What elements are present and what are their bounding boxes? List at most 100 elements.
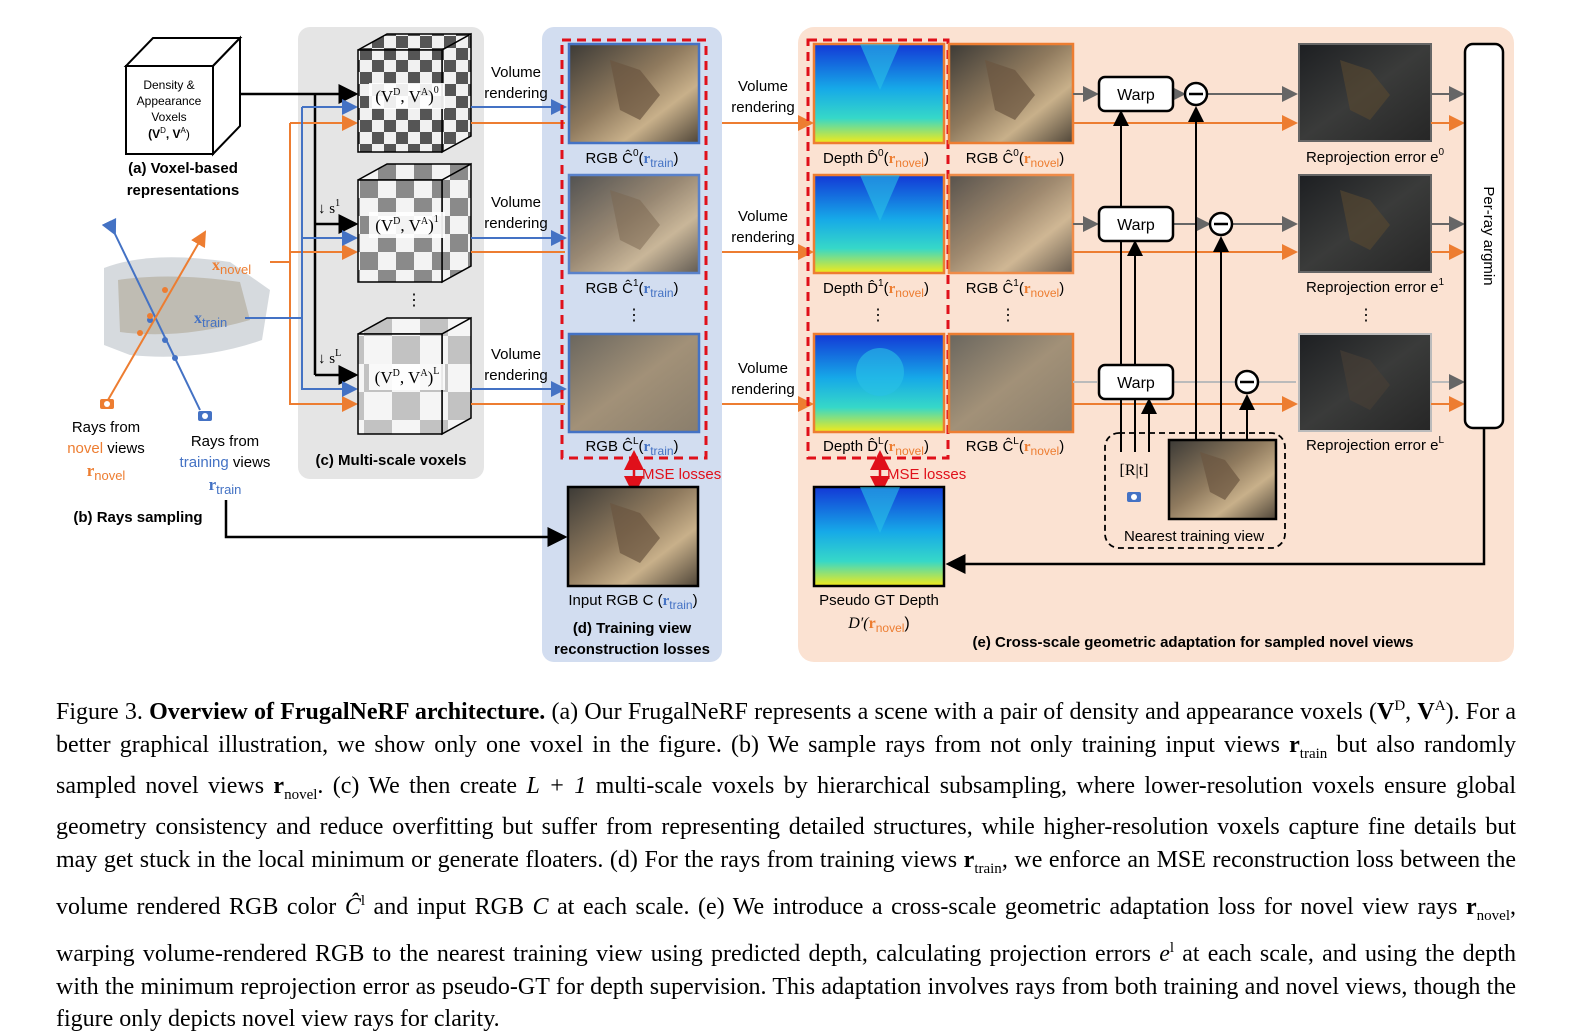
input-rgb-label: Input RGB C (rtrain) xyxy=(568,592,697,612)
caption-sub: novel xyxy=(284,786,318,803)
rgb-novel-0-label: RGB Ĉ0(rnovel) xyxy=(966,148,1064,170)
rgb-train-L-label: RGB ĈL(rtrain) xyxy=(585,436,678,458)
nearest-training-view-label: Nearest training view xyxy=(1124,528,1264,545)
caption-text: but also randomly sampled novel views xyxy=(56,731,1516,799)
caption-sym: r xyxy=(273,772,285,799)
caption-text: and input RGB xyxy=(365,893,533,920)
caption-sup: D xyxy=(1394,698,1406,714)
reprojection-error-L xyxy=(1298,333,1432,432)
novel-rays-line1: Rays from xyxy=(72,419,140,436)
caption-text: . (c) We then create xyxy=(317,772,527,799)
argmin-input-arrows xyxy=(945,86,1486,574)
reprojection-error-0 xyxy=(1298,43,1432,142)
caption-sym: e xyxy=(1159,941,1170,968)
r-train-symbol: rtrain xyxy=(209,475,242,497)
label-d-line2: reconstruction losses xyxy=(554,641,710,658)
pseudo-gt-line2: D′(rnovel) xyxy=(847,615,910,635)
label-a-line1: (a) Voxel-based xyxy=(128,160,238,177)
svg-text:Warp: Warp xyxy=(1117,375,1155,392)
voxel-scale-1: (VD, VA)1 xyxy=(357,162,472,284)
svg-text:rendering: rendering xyxy=(731,229,794,246)
svg-text:rendering: rendering xyxy=(484,85,547,102)
warp-box-1: Warp xyxy=(1097,205,1175,243)
caption-text: at each scale. (e) We introduce a cross-… xyxy=(548,893,1467,920)
depth-L-label: Depth D̂L(rnovel) xyxy=(823,436,929,458)
svg-text:rendering: rendering xyxy=(484,367,547,384)
label-e: (e) Cross-scale geometric adaptation for… xyxy=(973,634,1414,651)
svg-text:Density &: Density & xyxy=(143,78,194,92)
reproj-1-label: Reprojection error e1 xyxy=(1306,277,1445,296)
rgb-novel-1 xyxy=(947,173,1075,275)
svg-text:(VD, VA)0: (VD, VA)0 xyxy=(375,85,439,106)
x-train-label: xtrain xyxy=(194,310,227,330)
svg-text:rendering: rendering xyxy=(731,381,794,398)
svg-text:Volume: Volume xyxy=(491,194,541,211)
svg-text:Volume: Volume xyxy=(491,64,541,81)
rendered-rgb-train-1 xyxy=(567,173,701,275)
caption-sup: l xyxy=(1169,940,1175,957)
caption-title: Overview of FrugalNeRF architecture. xyxy=(149,699,546,725)
per-ray-argmin-box: Per-ray argmin xyxy=(1463,42,1505,430)
caption-sub: novel xyxy=(1476,907,1510,924)
caption-text: , warping volume-rendered RGB to the nea… xyxy=(56,893,1516,968)
depth-map-L xyxy=(812,332,946,434)
caption-text: , xyxy=(1405,699,1418,725)
svg-text:(VD, VA)L: (VD, VA)L xyxy=(375,366,440,387)
svg-text:Voxels: Voxels xyxy=(151,110,186,124)
downsample-s1: ↓ s1 xyxy=(318,198,340,217)
svg-text:Per-ray argmin: Per-ray argmin xyxy=(1480,186,1497,285)
figure-caption: Figure 3. Overview of FrugalNeRF archite… xyxy=(56,690,1516,1036)
svg-text:Appearance: Appearance xyxy=(137,94,202,108)
rgb-novel-ellipsis: ⋮ xyxy=(1000,307,1016,324)
nearest-training-view-box xyxy=(1104,432,1286,549)
caption-sym: r xyxy=(1289,731,1300,758)
input-rgb-image xyxy=(566,485,700,588)
volume-rendering-labels-1: Volume rendering Volume rendering Volume… xyxy=(484,64,547,384)
caption-text: multi-scale voxels by hierarchical subsa… xyxy=(56,772,1516,873)
label-d-line1: (d) Training view xyxy=(573,620,692,637)
pseudo-gt-line1: Pseudo GT Depth xyxy=(819,592,939,609)
depth-map-0 xyxy=(812,42,946,145)
rendered-rgb-train-L xyxy=(567,332,701,434)
depth-map-1 xyxy=(812,173,946,275)
caption-text: (a) Our FrugalNeRF represents a scene wi… xyxy=(545,699,1377,725)
caption-sup: l xyxy=(360,892,365,909)
depth-ellipsis: ⋮ xyxy=(870,307,886,324)
svg-text:Volume: Volume xyxy=(738,78,788,95)
voxel-ellipsis: ⋮ xyxy=(406,292,422,309)
svg-text:Volume: Volume xyxy=(738,360,788,377)
pose-rt-label: [R|t] xyxy=(1120,462,1149,479)
label-b: (b) Rays sampling xyxy=(73,509,202,526)
voxel-scale-L: (VD, VA)L xyxy=(357,316,472,436)
reproj-ellipsis: ⋮ xyxy=(1358,307,1374,324)
caption-fig-number: Figure 3. xyxy=(56,699,143,725)
svg-text:(VD, VA): (VD, VA) xyxy=(148,126,190,141)
ray-sampling-scene xyxy=(100,217,270,421)
caption-sym: Ĉ xyxy=(344,893,361,920)
voxel-scale-0: (VD, VA)0 xyxy=(357,32,472,154)
volume-rendering-labels-2: Volume rendering Volume rendering Volume… xyxy=(731,78,794,398)
reprojection-error-1 xyxy=(1298,174,1432,273)
rgb-train-0-label: RGB Ĉ0(rtrain) xyxy=(585,148,678,170)
reproj-L-label: Reprojection error eL xyxy=(1306,435,1445,454)
caption-sup: A xyxy=(1434,698,1446,714)
nearest-training-view-image xyxy=(1167,438,1278,521)
svg-text:Warp: Warp xyxy=(1117,217,1155,234)
novel-rays-line2: novel views xyxy=(67,440,145,457)
rgb-novel-L xyxy=(947,332,1075,434)
caption-sym: V xyxy=(1376,699,1395,725)
label-c: (c) Multi-scale voxels xyxy=(316,452,467,469)
rgb-novel-0 xyxy=(947,42,1075,145)
r-novel-symbol: rnovel xyxy=(87,461,126,483)
mse-losses-d: MSE losses xyxy=(642,466,721,483)
depth-0-label: Depth D̂0(rnovel) xyxy=(823,148,929,170)
pseudo-gt-depth-map xyxy=(812,485,946,588)
train-rays-line2: training views xyxy=(180,454,271,471)
rgb-novel-1-label: RGB Ĉ1(rnovel) xyxy=(966,278,1064,300)
warp-flow-lines xyxy=(1073,86,1298,452)
warp-box-L: Warp xyxy=(1097,363,1175,401)
x-novel-label: xnovel xyxy=(212,257,251,277)
warp-box-0: Warp xyxy=(1097,75,1175,113)
voxel-input-arrows xyxy=(224,84,568,547)
caption-sym: r xyxy=(963,846,975,873)
